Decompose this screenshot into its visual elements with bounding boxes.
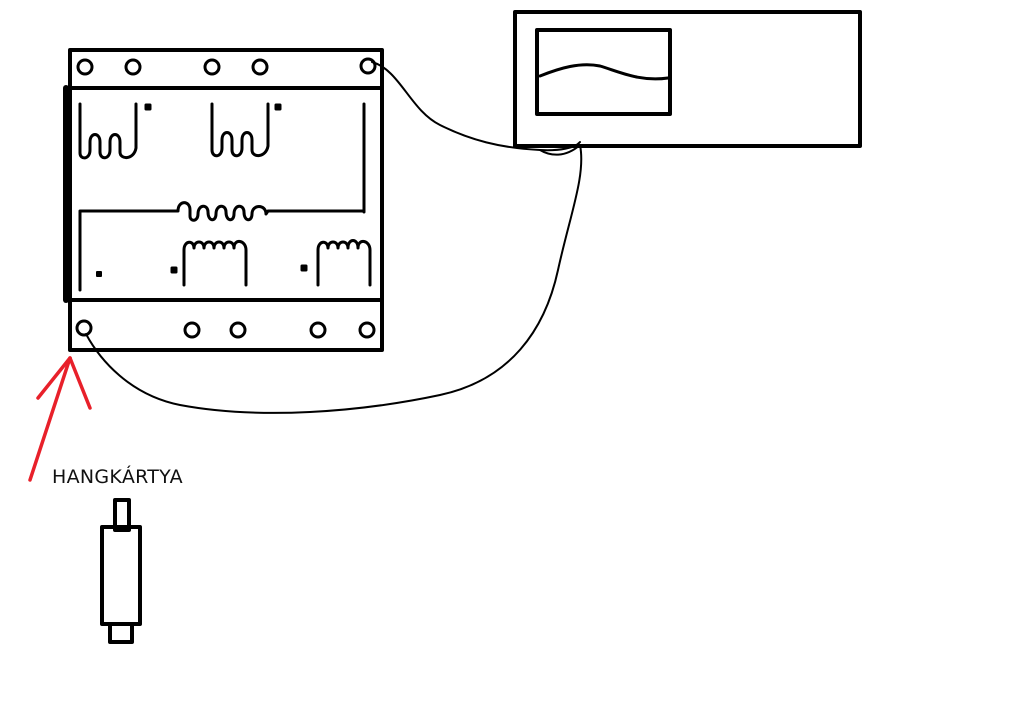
bottom-terminals bbox=[75, 319, 376, 339]
board-outline bbox=[68, 48, 384, 352]
arrow-shaft bbox=[28, 356, 72, 482]
oscilloscope-body bbox=[513, 10, 862, 148]
wire-bottom-terminal-to-scope bbox=[85, 144, 583, 414]
arrow-head-right bbox=[68, 356, 92, 410]
terminal bbox=[75, 319, 93, 337]
oscilloscope-screen bbox=[535, 28, 672, 116]
wire-scope-loop bbox=[539, 144, 581, 156]
coil-dot-marker bbox=[300, 264, 308, 272]
plug-body bbox=[100, 525, 142, 626]
input-arrow bbox=[28, 356, 92, 482]
coil-dot-marker bbox=[144, 103, 152, 111]
middle-winding bbox=[78, 201, 366, 292]
lower-coil-middle bbox=[170, 240, 248, 287]
terminal bbox=[183, 321, 201, 339]
top-terminals bbox=[76, 57, 377, 76]
sine-wave-trace bbox=[538, 63, 670, 81]
coil-dot-marker bbox=[170, 266, 178, 274]
oscilloscope bbox=[513, 10, 862, 148]
terminal bbox=[359, 57, 377, 75]
sound-card-label: HANGKÁRTYA bbox=[52, 466, 183, 488]
transformer-board bbox=[63, 48, 384, 352]
wire-top-terminal-to-scope bbox=[371, 61, 581, 152]
terminal bbox=[203, 58, 221, 76]
lower-coil-right bbox=[300, 239, 372, 287]
terminal bbox=[124, 58, 142, 76]
coil-dot-marker bbox=[274, 103, 282, 111]
plug-base bbox=[108, 622, 134, 644]
upper-coil-right bbox=[210, 102, 282, 158]
terminal bbox=[309, 321, 327, 339]
terminal bbox=[358, 321, 376, 339]
arrow-head-left bbox=[36, 356, 72, 400]
plug-tip bbox=[113, 498, 131, 532]
terminal bbox=[251, 58, 269, 76]
wires bbox=[85, 61, 583, 414]
coil-dot-marker bbox=[96, 271, 102, 277]
terminal bbox=[229, 321, 247, 339]
terminal bbox=[76, 58, 94, 76]
upper-coil-left bbox=[78, 102, 152, 160]
audio-jack-plug bbox=[100, 498, 142, 644]
